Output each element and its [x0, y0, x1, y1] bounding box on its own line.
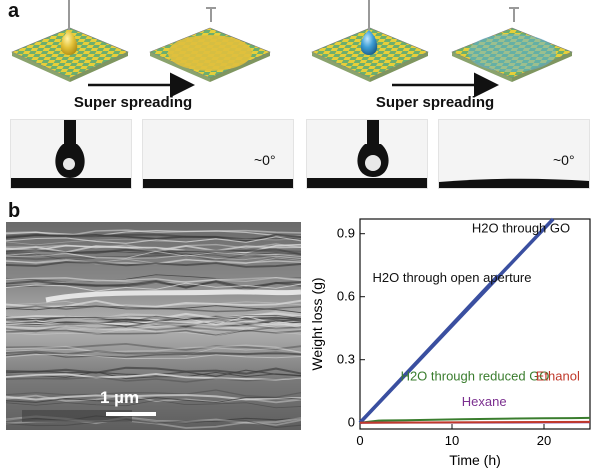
sem-texture-line — [6, 250, 301, 259]
sem-texture-line — [6, 319, 301, 328]
sem-texture-line — [6, 236, 301, 244]
sem-texture-line — [6, 321, 301, 331]
substrate-plate-3 — [311, 0, 429, 82]
spread-blue-film — [468, 34, 556, 72]
sem-texture-line — [6, 352, 301, 358]
annotation-2: H2O through reduced GO — [401, 369, 550, 384]
sem-texture-line — [6, 281, 301, 292]
sem-texture-line — [6, 233, 301, 243]
sem-texture-line — [6, 229, 301, 237]
scale-bar-label: 1 µm — [100, 388, 140, 407]
sem-texture-line — [6, 305, 301, 313]
y-tick-label: 0.6 — [337, 289, 355, 304]
sem-texture-line — [6, 394, 301, 404]
y-tick-label: 0.9 — [337, 226, 355, 241]
sem-texture-line — [6, 376, 301, 383]
sem-texture-line — [6, 419, 301, 428]
series-line-1 — [358, 274, 500, 424]
sem-texture-line — [6, 248, 301, 256]
sem-texture-line — [6, 396, 301, 404]
substrate-plate-2 — [149, 7, 271, 82]
sem-texture-line — [6, 250, 301, 257]
annotation-1: H2O through open aperture — [373, 270, 532, 285]
sem-texture-line — [6, 344, 301, 354]
annotation-4: Ethanol — [536, 369, 580, 384]
chart-series — [358, 217, 591, 424]
contact-angle-image-4 — [438, 119, 590, 189]
sem-texture-line — [6, 329, 301, 337]
contact-angle-label-right: ~0° — [553, 152, 575, 168]
sem-texture-line — [6, 321, 301, 330]
caption-super-spreading-left: Super spreading — [73, 94, 193, 111]
sem-texture-line — [6, 315, 301, 320]
scale-bar — [106, 412, 156, 416]
sem-texture-line — [6, 328, 301, 337]
sem-texture-line — [6, 347, 301, 356]
chart-annotations: H2O through GO H2O through open apertureH… — [373, 221, 580, 409]
sem-texture-line — [6, 371, 301, 380]
x-tick-label: 20 — [537, 433, 551, 448]
sem-texture-line — [6, 393, 301, 401]
sem-texture-line — [6, 253, 301, 262]
panel-letter-a: a — [8, 0, 20, 22]
panel-letter-b: b — [8, 200, 21, 222]
contact-angle-label-left: ~0° — [254, 152, 276, 168]
sem-texture-line — [6, 399, 301, 409]
sem-texture-line — [6, 373, 301, 381]
x-axis-label: Time (h) — [449, 452, 501, 468]
substrate-plate-4 — [451, 7, 573, 82]
y-tick-label: 0 — [348, 415, 355, 430]
annotation-3: Hexane — [462, 394, 507, 409]
sem-texture-line — [6, 230, 301, 237]
sem-texture-line — [6, 321, 301, 330]
spreading-illustration — [11, 0, 573, 98]
series-line-2 — [359, 416, 591, 424]
sem-texture-line — [6, 299, 301, 308]
contact-angle-image-1 — [10, 119, 132, 189]
sem-texture-line — [6, 301, 301, 308]
sem-texture-line — [6, 253, 301, 261]
contact-angle-image-3 — [306, 119, 428, 189]
y-tick-label: 0.3 — [337, 352, 355, 367]
x-tick-label: 0 — [356, 433, 363, 448]
x-tick-label: 10 — [445, 433, 459, 448]
sem-texture-line — [6, 354, 301, 360]
blue-droplet — [360, 30, 378, 55]
annotation-0: H2O through GO — [472, 221, 570, 236]
sem-texture-line — [6, 238, 301, 246]
sem-texture-line — [6, 261, 301, 268]
sem-texture-line — [6, 343, 301, 351]
sem-texture-line — [6, 312, 301, 321]
sem-micrograph — [6, 222, 301, 430]
caption-super-spreading-right: Super spreading — [375, 94, 495, 111]
spread-yellow-film — [168, 35, 252, 71]
plot-frame — [359, 218, 591, 430]
substrate-plate-1 — [11, 0, 129, 82]
sem-texture-line — [6, 389, 301, 398]
sem-texture-line — [6, 282, 301, 292]
series-line-4 — [359, 420, 591, 424]
sem-texture-line — [6, 277, 301, 284]
y-axis-label: Weight loss (g) — [309, 277, 325, 370]
contact-angle-image-2 — [142, 119, 294, 189]
sem-texture-line — [6, 324, 301, 333]
yellow-droplet — [60, 30, 78, 55]
